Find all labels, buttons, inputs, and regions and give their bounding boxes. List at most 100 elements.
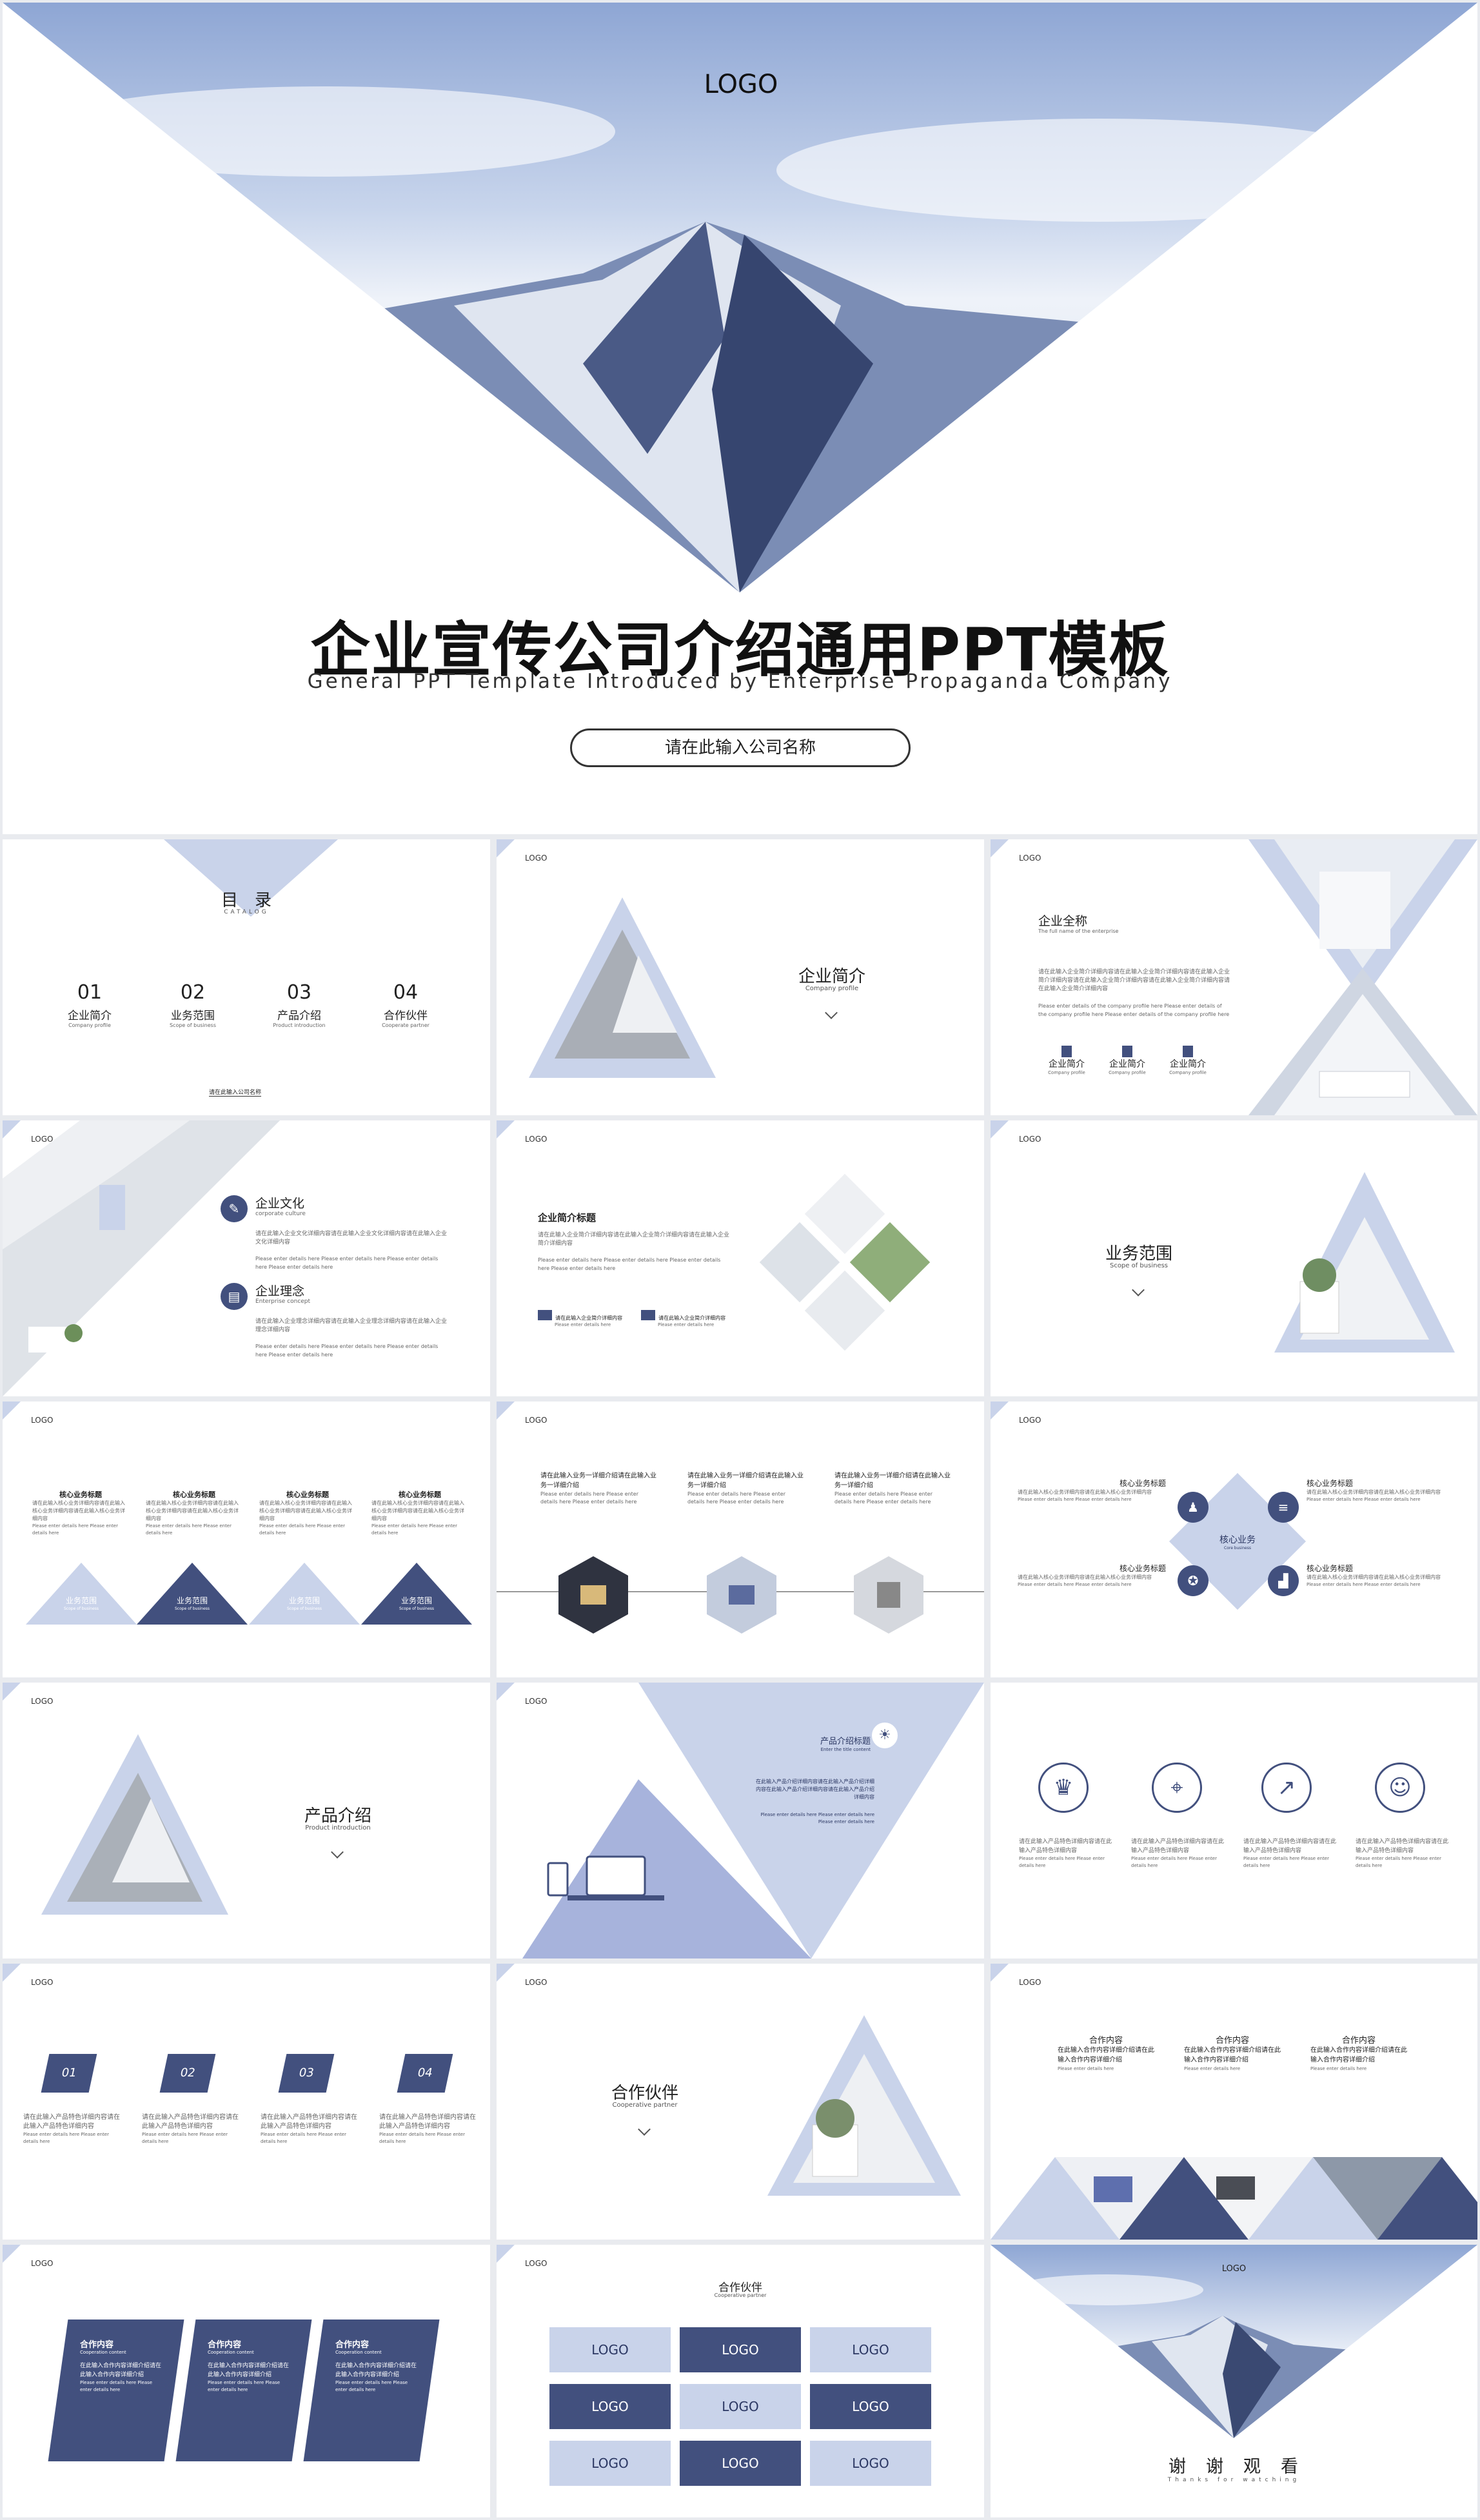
logo-mark <box>3 1683 21 1701</box>
logo-mark <box>3 1964 21 1982</box>
coop-content-slide[interactable]: LOGO 合作内容 在此输入合作内容详细介绍请在此输入合作内容详细介绍 Plea… <box>991 1964 1477 2240</box>
culture-photo <box>3 1120 280 1396</box>
catalog-item[interactable]: 04 合作伙伴 Cooperate partner <box>370 981 441 1028</box>
product-feature[interactable]: 请在此输入产品特色详细内容请在此输入产品特色详细内容 Please enter … <box>1356 1837 1449 1870</box>
number-item[interactable]: 请在此输入产品特色详细内容请在此输入产品特色详细内容 Please enter … <box>142 2113 239 2145</box>
core-business-slide[interactable]: LOGO 核心业务标题 请在此输入核心业务详细内容请在此输入核心业务详细内容请在… <box>3 1402 490 1677</box>
profile-item[interactable]: 请在此输入企业简介详细内容 Please enter details here <box>538 1310 635 1327</box>
partner-logo[interactable]: LOGO <box>680 2441 801 2486</box>
hex-item[interactable]: 请在此输入业务一详细介绍请在此输入业务一详细介绍 Please enter de… <box>834 1471 951 1506</box>
product-intro-body-en: Please enter details here Please enter d… <box>760 1812 874 1824</box>
core-item-body: 请在此输入核心业务详细内容请在此输入核心业务详细内容请在此输入核心业务详细内容 <box>259 1500 352 1521</box>
culture-slide[interactable]: LOGO ✎ 企业文化 corporate culture 请在此输入企业文化详… <box>3 1120 490 1396</box>
product-intro-triangles <box>522 1683 984 1958</box>
product-section-slide[interactable]: LOGO 产品介绍 Product introduction <box>3 1683 490 1958</box>
product-numbers-slide[interactable]: LOGO 01 02 03 04 请在此输入产品特色详细内容请在此输入产品特色详… <box>3 1964 490 2240</box>
core-diamond-item[interactable]: 核心业务标题 请在此输入核心业务详细内容请在此输入核心业务详细内容 Please… <box>1307 1563 1455 1588</box>
catalog-item[interactable]: 03 产品介绍 Product introduction <box>261 981 338 1028</box>
coop-item-title: 合作内容 <box>1215 2036 1249 2046</box>
core-item[interactable]: 核心业务标题 请在此输入核心业务详细内容请在此输入核心业务详细内容请在此输入核心… <box>146 1489 242 1537</box>
company-icon-item[interactable]: 企业简介 Company profile <box>1162 1046 1214 1075</box>
core-diamond-en: Please enter details here Please enter d… <box>1018 1582 1132 1587</box>
core-item[interactable]: 核心业务标题 请在此输入核心业务详细内容请在此输入核心业务详细内容请在此输入核心… <box>259 1489 356 1537</box>
company-full-slide[interactable]: LOGO 企业全称 The full name of the enterpris… <box>991 839 1477 1115</box>
core-diamond-item[interactable]: 核心业务标题 请在此输入核心业务详细内容请在此输入核心业务详细内容 Please… <box>1018 1563 1166 1588</box>
profile-item[interactable]: 请在此输入企业简介详细内容 Please enter details here <box>641 1310 738 1327</box>
coop-item[interactable]: 合作内容 在此输入合作内容详细介绍请在此输入合作内容详细介绍 Please en… <box>1310 2033 1407 2073</box>
product-intro-slide[interactable]: LOGO ☀ 产品介绍标题 Enter the title content 在此… <box>497 1683 984 1958</box>
business-hex-slide[interactable]: LOGO 请在此输入业务一详细介绍请在此输入业务一详细介绍 Please ent… <box>497 1402 984 1677</box>
catalog-label: 业务范围 <box>171 1010 215 1022</box>
partner-logo[interactable]: LOGO <box>680 2327 801 2372</box>
business-triangle <box>249 1563 360 1625</box>
partner-logo[interactable]: LOGO <box>549 2384 671 2429</box>
culture-title: 企业文化 <box>255 1197 305 1211</box>
core-diamond-body: 请在此输入核心业务详细内容请在此输入核心业务详细内容 <box>1018 1574 1152 1580</box>
product-feature[interactable]: 请在此输入产品特色详细内容请在此输入产品特色详细内容 Please enter … <box>1019 1837 1112 1870</box>
catalog-item[interactable]: 02 业务范围 Scope of business <box>157 981 228 1028</box>
company-icon-item[interactable]: 企业简介 Company profile <box>1041 1046 1092 1075</box>
coop-item[interactable]: 合作内容 在此输入合作内容详细介绍请在此输入合作内容详细介绍 Please en… <box>1058 2033 1154 2073</box>
partners-grid-slide[interactable]: LOGO 合作伙伴 Cooperative partner LOGO LOGO … <box>497 2245 984 2517</box>
hex-item[interactable]: 请在此输入业务一详细介绍请在此输入业务一详细介绍 Please enter de… <box>540 1471 656 1506</box>
core-item[interactable]: 核心业务标题 请在此输入核心业务详细内容请在此输入核心业务详细内容请在此输入核心… <box>32 1489 129 1537</box>
product-feature-body: 请在此输入产品特色详细内容请在此输入产品特色详细内容 <box>1131 1839 1225 1854</box>
section-title-en: Cooperative partner <box>612 2102 678 2109</box>
partner-logo[interactable]: LOGO <box>680 2384 801 2429</box>
logo-mark <box>497 839 515 857</box>
business-section-slide[interactable]: LOGO 业务范围 Scope of business <box>991 1120 1477 1396</box>
core-diamond-slide[interactable]: LOGO 核心业务标题 请在此输入核心业务详细内容请在此输入核心业务详细内容 P… <box>991 1402 1477 1677</box>
core-diamond-title: 核心业务标题 <box>1119 1564 1166 1573</box>
logo-mark <box>991 1120 1009 1138</box>
number-item[interactable]: 请在此输入产品特色详细内容请在此输入产品特色详细内容 Please enter … <box>261 2113 357 2145</box>
coop-item[interactable]: 合作内容 在此输入合作内容详细介绍请在此输入合作内容详细介绍 Please en… <box>1184 2033 1281 2073</box>
partner-logo[interactable]: LOGO <box>549 2327 671 2372</box>
catalog-item[interactable]: 01 企业简介 Company profile <box>54 981 125 1028</box>
logo-mark <box>991 839 1009 857</box>
culture-body-en: Please enter details here Please enter d… <box>255 1256 439 1270</box>
culture-en: Enterprise concept <box>255 1298 311 1305</box>
partner-logo[interactable]: LOGO <box>810 2384 931 2429</box>
profile-item-label: 请在此输入企业简介详细内容 <box>658 1315 726 1321</box>
catalog-title-en: CATALOG <box>224 909 269 915</box>
culture-en: corporate culture <box>255 1211 306 1217</box>
product-feature[interactable]: 请在此输入产品特色详细内容请在此输入产品特色详细内容 Please enter … <box>1131 1837 1225 1870</box>
profile-title: 企业简介标题 <box>538 1212 597 1224</box>
catalog-label: 产品介绍 <box>277 1010 321 1022</box>
partner-logo[interactable]: LOGO <box>549 2441 671 2486</box>
company-name-button[interactable]: 请在此输入公司名称 <box>570 728 911 767</box>
partner-logo[interactable]: LOGO <box>810 2441 931 2486</box>
core-diamond-title: 核心业务标题 <box>1307 1564 1354 1573</box>
catalog-label: 企业简介 <box>68 1010 112 1022</box>
document-icon <box>1122 1046 1132 1057</box>
company-icon-item[interactable]: 企业简介 Company profile <box>1101 1046 1153 1075</box>
logo-mark <box>497 1120 515 1138</box>
thanks-slide[interactable]: LOGO 谢 谢 观 看 Thanks for watching <box>991 2245 1477 2517</box>
company-icon-en: Company profile <box>1109 1070 1146 1075</box>
cover-slide[interactable]: LOGO 企业宣传公司介绍通用PPT模板 General PPT Templat… <box>3 3 1477 834</box>
coop-item-title: 合作内容 <box>1089 2036 1123 2046</box>
partner-logo[interactable]: LOGO <box>810 2327 931 2372</box>
catalog-slide[interactable]: 目 录 CATALOG 01 企业简介 Company profile 02 业… <box>3 839 490 1115</box>
catalog-num: 02 <box>180 981 206 1004</box>
number-item[interactable]: 请在此输入产品特色详细内容请在此输入产品特色详细内容 Please enter … <box>379 2113 476 2145</box>
profile-section-slide[interactable]: LOGO 企业简介 Company profile <box>497 839 984 1115</box>
profile-title-slide[interactable]: LOGO 企业简介标题 请在此输入企业简介详细内容请在此输入企业简介详细内容请在… <box>497 1120 984 1396</box>
core-item-body: 请在此输入核心业务详细内容请在此输入核心业务详细内容请在此输入核心业务详细内容 <box>371 1500 464 1521</box>
product-feature[interactable]: 请在此输入产品特色详细内容请在此输入产品特色详细内容 Please enter … <box>1243 1837 1337 1870</box>
location-icon: ⌖ <box>1152 1763 1202 1813</box>
core-diamond-item[interactable]: 核心业务标题 请在此输入核心业务详细内容请在此输入核心业务详细内容 Please… <box>1018 1478 1166 1503</box>
core-item[interactable]: 核心业务标题 请在此输入核心业务详细内容请在此输入核心业务详细内容请在此输入核心… <box>371 1489 468 1537</box>
partner-section-slide[interactable]: LOGO 合作伙伴 Cooperative partner <box>497 1964 984 2240</box>
logo: LOGO <box>31 1697 54 1706</box>
number-item-en: Please enter details here Please enter d… <box>142 2132 228 2144</box>
hex-item[interactable]: 请在此输入业务一详细介绍请在此输入业务一详细介绍 Please enter de… <box>687 1471 804 1506</box>
core-diamond-en: Please enter details here Please enter d… <box>1307 1582 1421 1587</box>
product-icons-slide[interactable]: ♛ ⌖ ↗ ☺ 请在此输入产品特色详细内容请在此输入产品特色详细内容 Pleas… <box>991 1683 1477 1958</box>
profile-item-label: 请在此输入企业简介详细内容 <box>555 1315 623 1321</box>
core-diamond-item[interactable]: 核心业务标题 请在此输入核心业务详细内容请在此输入核心业务详细内容 Please… <box>1307 1478 1455 1503</box>
company-name-placeholder: 请在此输入公司名称 <box>664 738 816 757</box>
coop-card-body-en: Please enter details here Please enter d… <box>208 2380 281 2392</box>
coop-cards-slide[interactable]: LOGO 合作内容 Cooperation content 在此输入合作内容详细… <box>3 2245 490 2517</box>
number-item[interactable]: 请在此输入产品特色详细内容请在此输入产品特色详细内容 Please enter … <box>23 2113 120 2145</box>
